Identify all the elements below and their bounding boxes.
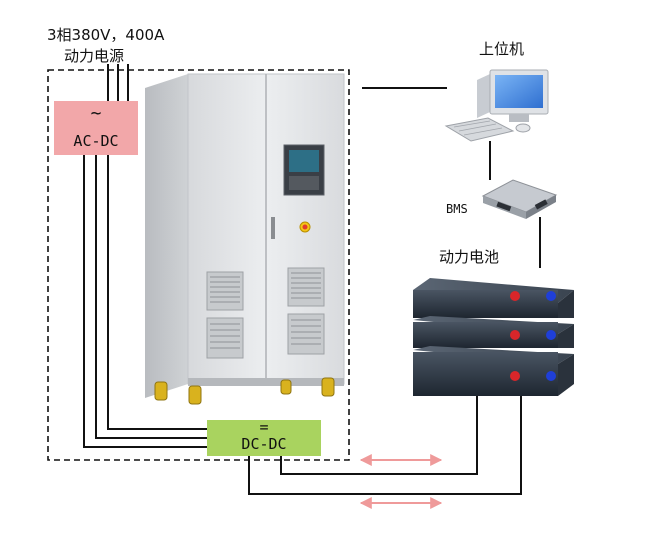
dc-dc-converter: = DC-DC xyxy=(207,420,321,456)
battery-module-3 xyxy=(413,346,574,396)
negative-terminal xyxy=(546,291,556,301)
power-cabinet xyxy=(145,73,345,405)
supply-spec-label: 3相380V，400A xyxy=(47,26,165,44)
negative-terminal xyxy=(546,371,556,381)
ac-symbol: ~ xyxy=(90,103,102,124)
positive-terminal xyxy=(510,330,520,340)
ac-dc-label: AC-DC xyxy=(73,132,119,150)
bms-unit xyxy=(481,179,558,219)
host-computer-label: 上位机 xyxy=(479,40,525,58)
power-supply-boundary xyxy=(47,69,350,461)
dc-symbol: = xyxy=(259,418,269,436)
positive-terminal xyxy=(510,371,520,381)
bms-label: BMS xyxy=(446,202,468,216)
ac-dc-converter: ~ AC-DC xyxy=(54,101,138,155)
battery-module-2 xyxy=(413,316,574,348)
positive-terminal xyxy=(510,291,520,301)
battery-stack xyxy=(413,278,574,396)
cabinet-wheels xyxy=(154,377,335,405)
power-supply-label: 动力电源 xyxy=(64,47,125,65)
negative-terminal xyxy=(546,330,556,340)
dc-dc-label: DC-DC xyxy=(241,435,287,453)
wiring xyxy=(83,64,541,495)
battery-module-1 xyxy=(413,278,574,318)
battery-label: 动力电池 xyxy=(439,248,500,266)
host-computer xyxy=(444,69,549,142)
